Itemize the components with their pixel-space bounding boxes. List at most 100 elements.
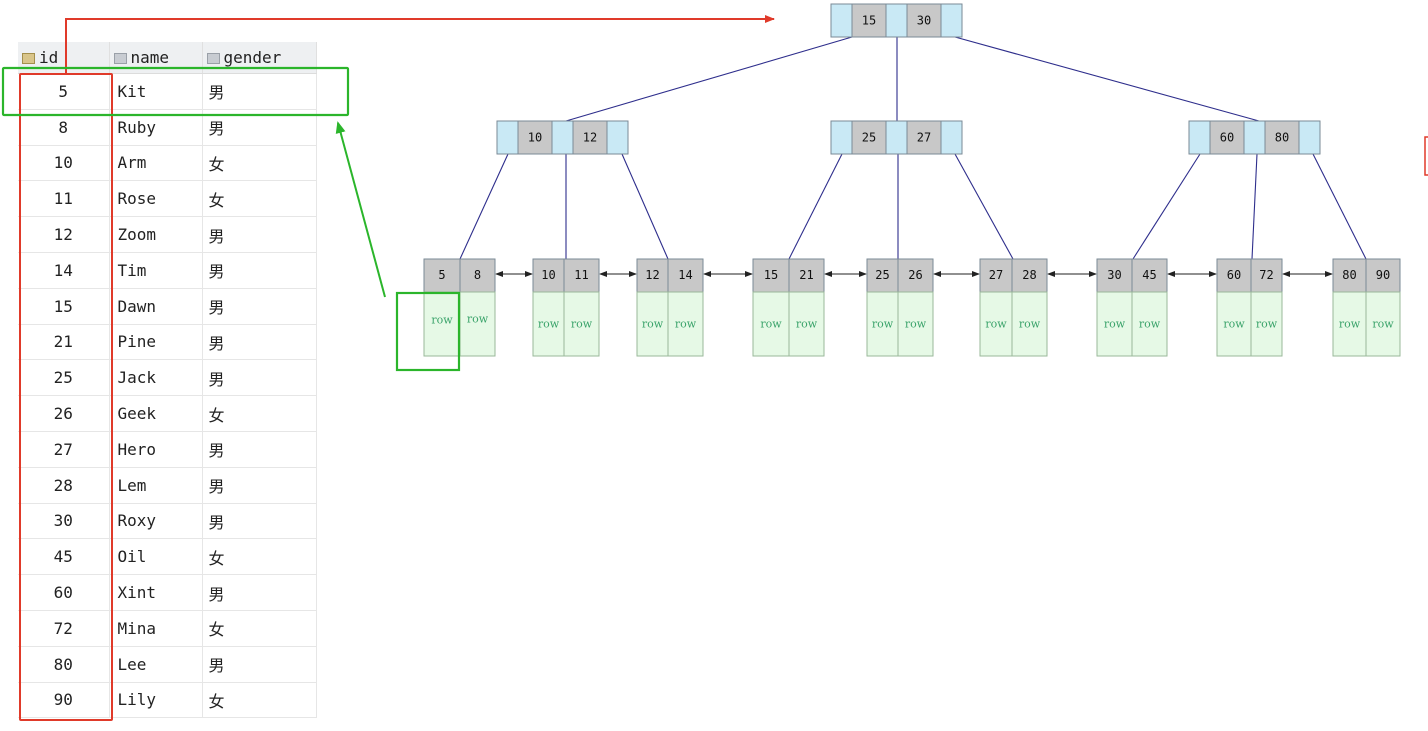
cell-gender[interactable]: 女 [202,145,317,182]
cell-name[interactable]: Mina [109,610,203,647]
cell-name[interactable]: Rose [109,180,203,218]
node-key-label: 72 [1259,268,1273,282]
cell-id[interactable]: 27 [18,431,110,468]
row-cell [1365,291,1401,357]
edge-marker [1424,136,1428,176]
pointer-cell [1188,120,1211,155]
column-header-label: id [39,48,59,67]
node-key-label: 15 [862,14,876,28]
cell-gender[interactable]: 男 [202,359,317,397]
cell-gender[interactable]: 女 [202,610,317,647]
row-label: row [1223,318,1245,331]
cell-id[interactable]: 80 [18,646,110,683]
tree-edge [1132,153,1201,260]
cell-gender[interactable]: 男 [202,574,317,611]
cell-gender[interactable]: 女 [202,395,317,432]
row-cell [636,291,669,357]
cell-gender[interactable]: 男 [202,431,317,468]
cell-name[interactable]: Lee [109,646,203,683]
cell-gender[interactable]: 男 [202,73,317,110]
cell-name[interactable]: Pine [109,324,203,361]
cell-id[interactable]: 15 [18,288,110,325]
cell-gender[interactable]: 男 [202,216,317,253]
node-key-label: 28 [1022,268,1036,282]
cell-id[interactable]: 90 [18,682,110,719]
cell-id[interactable]: 72 [18,610,110,647]
cell-gender[interactable]: 男 [202,467,317,504]
row-cell [866,291,899,357]
row-cell [1011,291,1048,357]
node-key-label: 27 [989,268,1003,282]
pointer-cell [940,3,963,38]
cell-gender[interactable]: 女 [202,180,317,218]
cell-gender[interactable]: 女 [202,682,317,719]
node-key-label: 60 [1220,131,1234,145]
cell-name[interactable]: Jack [109,359,203,397]
cell-name[interactable]: Oil [109,538,203,576]
node-key-label: 12 [583,131,597,145]
cell-name[interactable]: Lily [109,682,203,719]
cell-name[interactable]: Lem [109,467,203,504]
cell-id[interactable]: 5 [18,73,110,110]
node-key-label: 12 [645,268,659,282]
cell-name[interactable]: Tim [109,252,203,289]
cell-id[interactable]: 30 [18,503,110,540]
node-key-label: 5 [438,268,445,282]
cell-id[interactable]: 26 [18,395,110,432]
cell-gender[interactable]: 男 [202,646,317,683]
cell-gender[interactable]: 男 [202,324,317,361]
cell-name[interactable]: Geek [109,395,203,432]
cell-id[interactable]: 10 [18,145,110,182]
cell-id[interactable]: 11 [18,180,110,218]
row-highlight [1,66,350,117]
node-key-label: 30 [917,14,931,28]
cell-id[interactable]: 14 [18,252,110,289]
cell-name[interactable]: Xint [109,574,203,611]
cell-id[interactable]: 25 [18,359,110,397]
cell-gender[interactable]: 男 [202,503,317,540]
cell-id[interactable]: 45 [18,538,110,576]
row-label: row [467,313,489,326]
cell-name[interactable]: Arm [109,145,203,182]
cell-name[interactable]: Dawn [109,288,203,325]
key-cell [788,258,825,293]
row-cell [563,291,600,357]
cell-gender[interactable]: 男 [202,252,317,289]
pointer-cell [1298,120,1321,155]
row-label: row [1256,318,1278,331]
cell-id[interactable]: 60 [18,574,110,611]
cell-name[interactable]: Zoom [109,216,203,253]
cell-gender[interactable]: 女 [202,538,317,576]
cell-id[interactable]: 21 [18,324,110,361]
cell-name[interactable]: Kit [109,73,203,110]
cell-id[interactable]: 28 [18,467,110,504]
key-cell [906,3,942,38]
tree-edge [459,153,509,260]
cell-name[interactable]: Roxy [109,503,203,540]
cell-gender[interactable]: 男 [202,288,317,325]
cell-name[interactable]: Hero [109,431,203,468]
cell-id[interactable]: 12 [18,216,110,253]
row-cell [788,291,825,357]
